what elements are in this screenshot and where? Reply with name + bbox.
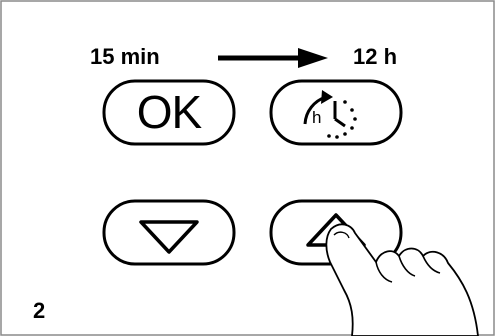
down-button[interactable]	[104, 201, 234, 264]
timer-hours-label: h	[312, 108, 321, 128]
range-arrow-icon	[218, 48, 328, 68]
figure-number: 2	[33, 298, 45, 324]
range-end-label: 12 h	[353, 44, 397, 70]
pointing-hand-icon	[326, 224, 478, 336]
range-start-label: 15 min	[90, 44, 160, 70]
ok-button-label: OK	[104, 80, 234, 143]
